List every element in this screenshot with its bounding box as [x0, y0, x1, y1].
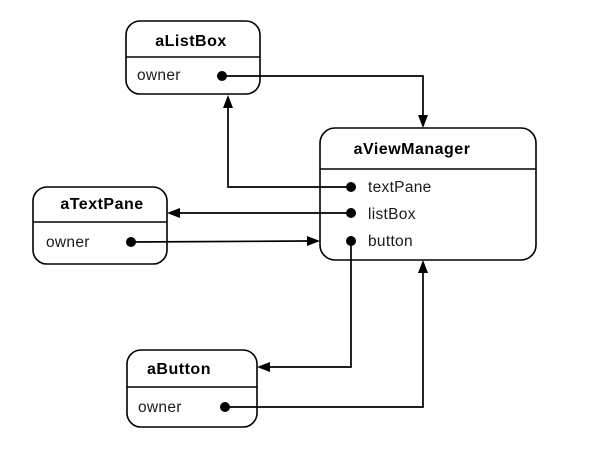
connection-aViewManager-textPane-to-aListBox [223, 95, 351, 188]
arrowhead-down-icon [418, 115, 428, 128]
arrowhead-up-icon [223, 95, 233, 108]
node-aButton-title: aButton [147, 361, 211, 378]
reference-dot-aViewManager-textPane [346, 182, 356, 192]
node-aListBox-title: aListBox [155, 33, 227, 50]
node-aViewManager: aViewManager textPane listBox button [319, 127, 537, 261]
connection-aListBox-owner-to-aViewManager [222, 75, 428, 128]
connection-line [227, 107, 351, 188]
connection-line [130, 240, 309, 243]
node-aButton-field-owner-label: owner [138, 399, 182, 416]
node-aListBox: aListBox owner [125, 20, 261, 95]
connection-aViewManager-button-to-aButton [257, 241, 352, 372]
reference-dot-aViewManager-listBox [346, 208, 356, 218]
node-aViewManager-title: aViewManager [354, 141, 471, 158]
reference-dot-aButton-owner [220, 402, 230, 412]
connection-aButton-owner-to-aViewManager [225, 260, 428, 408]
reference-dot-aViewManager-button [346, 236, 356, 246]
node-aTextPane-title: aTextPane [60, 196, 143, 213]
node-aViewManager-field-listBox-label: listBox [368, 206, 416, 223]
connection-aViewManager-listBox-to-aTextPane [167, 208, 351, 218]
connection-line [269, 241, 352, 368]
node-aTextPane-field-owner-label: owner [46, 234, 90, 251]
arrowhead-left-icon [167, 208, 180, 218]
node-aViewManager-box [319, 127, 537, 261]
arrowhead-up-icon [418, 260, 428, 273]
node-aListBox-field-owner-label: owner [137, 67, 181, 84]
reference-dot-aTextPane-owner [126, 237, 136, 247]
node-aTextPane: aTextPane owner [32, 186, 168, 265]
arrowhead-left-icon [257, 362, 270, 372]
node-aViewManager-field-button-label: button [368, 233, 413, 250]
connection-line [222, 75, 424, 116]
arrowhead-right-icon [307, 236, 320, 246]
reference-dot-aListBox-owner [217, 71, 227, 81]
connection-line [225, 272, 424, 408]
node-aButton: aButton owner [126, 349, 258, 428]
node-aViewManager-field-textPane-label: textPane [368, 179, 432, 196]
connection-aTextPane-owner-to-aViewManager [130, 236, 320, 246]
